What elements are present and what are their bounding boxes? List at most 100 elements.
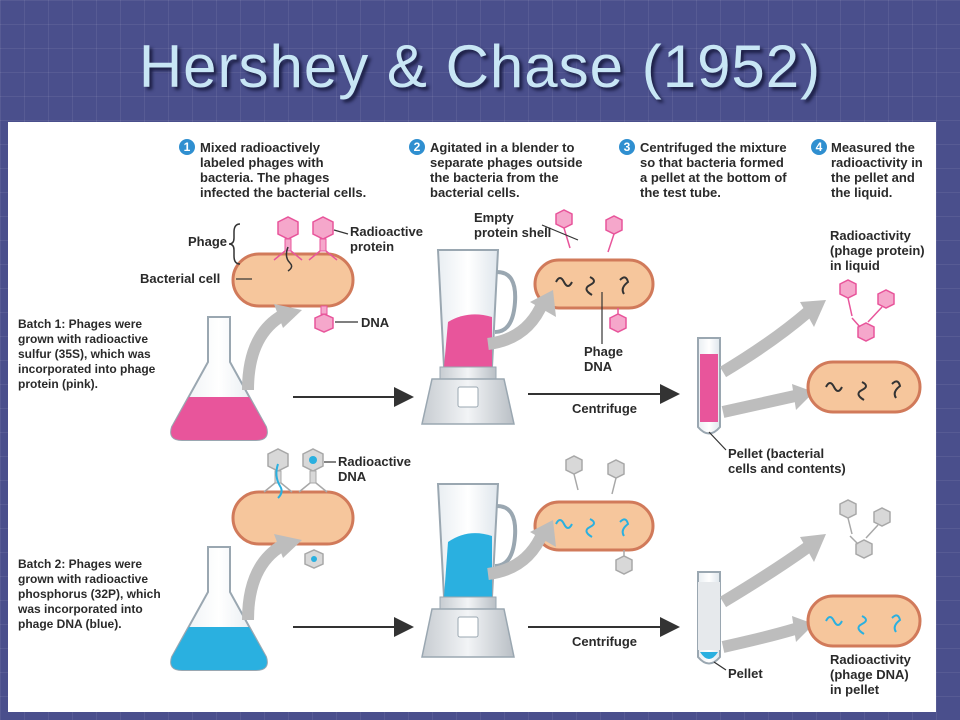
batch1-line-5: protein (pink).: [18, 377, 98, 391]
step-2-line-3: the bacteria from the: [430, 170, 559, 185]
label-radioactive-dna-2: DNA: [338, 469, 367, 484]
batch2-empty-shells: [565, 455, 633, 575]
batch2-flask: [170, 546, 268, 671]
hershey-chase-diagram: 1 Mixed radioactively labeled phages wit…: [17, 139, 925, 697]
label-centrifuge-1: Centrifuge: [572, 401, 637, 416]
batch2-phage-b: [298, 448, 328, 493]
pellet-leader: [713, 661, 727, 671]
label-dna: DNA: [361, 315, 390, 330]
batch1-liquid-phages: [839, 279, 895, 342]
batch1-phage-c: [314, 305, 334, 333]
batch2-tube-pellet: [700, 652, 718, 659]
step-1-line-3: bacteria. The phages: [200, 170, 329, 185]
step-4-line-2: radioactivity in: [831, 155, 923, 170]
label-radio-liquid-1: Radioactivity: [830, 228, 912, 243]
label-radioactive-dna-1: Radioactive: [338, 454, 411, 469]
label-radio-pellet-2: (phage DNA): [830, 667, 909, 682]
label-bacterial-cell: Bacterial cell: [140, 271, 220, 286]
batch2-phage-a: [263, 448, 293, 499]
batch1-flask-arrow-head: [274, 304, 302, 328]
batch1-tube-arrow-up-head: [800, 300, 826, 327]
batch2-liquid-phages: [839, 499, 891, 559]
step-3-number: 3: [624, 140, 631, 154]
batch1-tube-liquid: [700, 354, 718, 422]
batch2-line-5: phage DNA (blue).: [18, 617, 122, 631]
diagram-panel: 1 Mixed radioactively labeled phages wit…: [8, 122, 936, 712]
batch2-blender: [421, 483, 518, 658]
batch2-line-4: was incorporated into: [17, 602, 143, 616]
batch2-tube-arrow-up-head: [800, 534, 826, 562]
label-pellet: Pellet: [728, 666, 763, 681]
batch1-caption: Batch 1: Phages were grown with radioact…: [18, 317, 156, 391]
batch2-line-3: phosphorus (32P), which: [18, 587, 161, 601]
step-3-line-3: a pellet at the bottom of: [640, 170, 787, 185]
batch1-flask-liquid: [171, 397, 267, 440]
batch1-infection: Phage Radioactive protein Bacterial cell…: [140, 216, 423, 333]
batch2-test-tube: [697, 571, 721, 665]
batch2-infection: Radioactive DNA: [231, 448, 411, 569]
batch1-flask: [170, 316, 268, 441]
batch1-dna-squiggle-1: [555, 277, 573, 287]
batch2-flask-arrow: [242, 539, 287, 621]
step-2-line-2: separate phages outside: [430, 155, 582, 170]
phage-brace: [228, 223, 241, 265]
step-1-line-4: infected the bacterial cells.: [200, 185, 366, 200]
step-2-line-4: bacterial cells.: [430, 185, 520, 200]
label-radio-pellet-3: in pellet: [830, 682, 880, 697]
step-3-line-1: Centrifuged the mixture: [640, 140, 787, 155]
batch2-phage-c: [304, 549, 324, 569]
batch1-tube-arrow-up: [719, 307, 812, 378]
pellet-bacterial-leader: [708, 431, 727, 451]
batch2-blender-arrow-head: [530, 520, 556, 547]
step-4-line-4: the liquid.: [831, 185, 892, 200]
batch1-dna-squiggle-2: [585, 276, 595, 296]
batch2-flask-arrow-head: [274, 534, 302, 558]
label-radio-pellet-1: Radioactivity: [830, 652, 912, 667]
step-1-badge: [179, 139, 195, 155]
step-3: 3 Centrifuged the mixture so that bacter…: [619, 139, 787, 200]
label-radio-liquid-3: in liquid: [830, 258, 880, 273]
step-3-line-2: so that bacteria formed: [640, 155, 784, 170]
step-3-badge: [619, 139, 635, 155]
batch1-blender: [421, 249, 518, 425]
batch2-separated: [533, 455, 655, 575]
label-phage: Phage: [188, 234, 227, 249]
batch1-blender-arrow-head: [530, 290, 556, 317]
step-1-line-1: Mixed radioactively: [200, 140, 321, 155]
label-phage-dna-1: Phage: [584, 344, 623, 359]
batch2-tube-arrow-up: [719, 542, 812, 608]
label-pellet-bacterial-2: cells and contents): [728, 461, 846, 476]
step-2-badge: [409, 139, 425, 155]
batch1-bacterial-cell: [231, 252, 355, 308]
batch1-result-cell: [806, 360, 922, 414]
batch1-empty-shells: [555, 209, 627, 333]
radioactive-protein-leader: [333, 229, 349, 235]
batch2-line-1: Batch 2: Phages were: [18, 557, 142, 571]
label-radio-liquid-2: (phage protein): [830, 243, 925, 258]
batch2-blender-liquid: [444, 533, 492, 597]
batch1-separated-cell: [533, 258, 655, 310]
batch2-line-2: grown with radioactive: [18, 572, 148, 586]
batch1-line-2: grown with radioactive: [18, 332, 148, 346]
step-2-line-1: Agitated in a blender to: [430, 140, 575, 155]
step-2-number: 2: [414, 140, 421, 154]
slide-title: Hershey & Chase (1952): [138, 33, 822, 100]
batch1-tube-arrow-down: [721, 390, 797, 418]
label-radioactive-protein-1: Radioactive: [350, 224, 423, 239]
label-empty-shell-2: protein shell: [474, 225, 551, 240]
step-1-number: 1: [184, 140, 191, 154]
batch2-result: [806, 594, 922, 648]
batch1-line-4: incorporated into phage: [18, 362, 156, 376]
step-4-line-3: the pellet and: [831, 170, 915, 185]
batch1-result: [806, 360, 922, 414]
label-phage-dna-2: DNA: [584, 359, 613, 374]
batch2-separated-cell: [533, 500, 655, 552]
step-4: 4 Measured the radioactivity in the pell…: [811, 139, 923, 200]
batch1-separated: Empty protein shell Phage DNA: [474, 209, 655, 374]
step-4-number: 4: [816, 140, 823, 154]
label-pellet-bacterial-1: Pellet (bacterial: [728, 446, 824, 461]
batch1-line-3: sulfur (35S), which was: [18, 347, 151, 361]
batch2-tube-liquid: [698, 582, 720, 650]
batch2-flask-liquid: [171, 627, 267, 670]
step-4-line-1: Measured the: [831, 140, 915, 155]
